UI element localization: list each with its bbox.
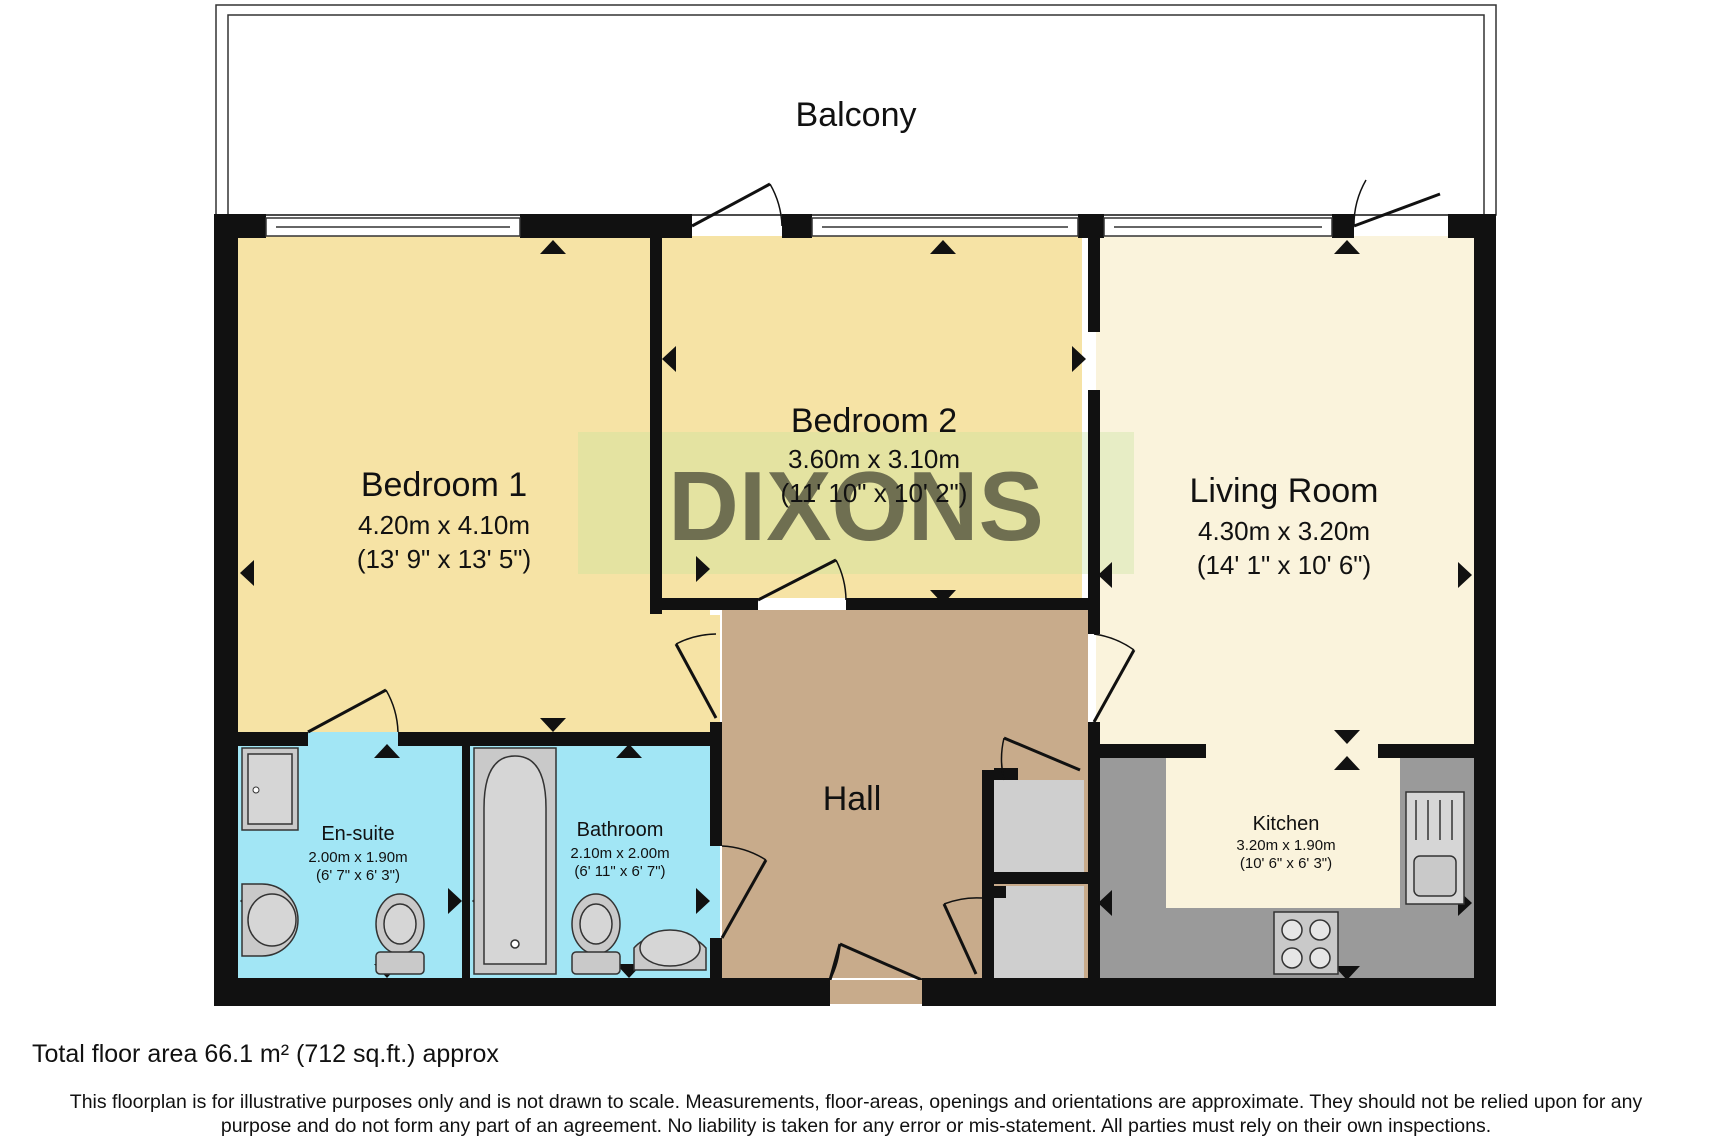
disclaimer-line-1: This floorplan is for illustrative purpo… xyxy=(69,1091,1643,1113)
ensuite-name: En-suite xyxy=(321,823,394,845)
kitchen-imperial: (10' 6" x 6' 3") xyxy=(1240,855,1332,872)
bathroom-basin xyxy=(633,929,707,971)
ensuite-basin xyxy=(241,883,299,957)
bath-tub xyxy=(473,747,557,975)
hall-name: Hall xyxy=(823,780,882,818)
bathroom-imperial: (6' 11" x 6' 7") xyxy=(574,863,665,880)
kitchen-metric: 3.20m x 1.90m xyxy=(1236,837,1335,854)
bedroom-1-floor xyxy=(238,236,710,732)
windows xyxy=(265,217,1333,237)
doors xyxy=(307,179,1441,982)
balcony-label: Balcony xyxy=(796,96,917,134)
cupboard-upper xyxy=(994,780,1084,872)
bedroom-1-imperial: (13' 9" x 13' 5") xyxy=(357,544,531,574)
bedroom-1-nook xyxy=(650,615,720,732)
ensuite-imperial: (6' 7" x 6' 3") xyxy=(316,867,400,884)
floor-plan: DIXONS xyxy=(214,4,1497,1006)
bedroom-2-metric: 3.60m x 3.10m xyxy=(788,444,960,474)
dimension-arrows xyxy=(240,240,1472,980)
walls xyxy=(214,214,1496,1006)
living-room-metric: 4.30m x 3.20m xyxy=(1198,516,1370,546)
watermark-box xyxy=(578,432,1134,574)
disclaimer: This floorplan is for illustrative purpo… xyxy=(0,1090,1712,1138)
living-room-name: Living Room xyxy=(1190,472,1379,510)
entrance-threshold xyxy=(830,980,922,1004)
living-room-floor xyxy=(1096,236,1474,746)
balcony xyxy=(215,4,1497,216)
kitchen-name: Kitchen xyxy=(1253,813,1320,835)
shower-drain-icon xyxy=(252,786,260,794)
watermark-text: DIXONS xyxy=(668,451,1044,561)
kitchen-sink-icon xyxy=(1405,791,1465,905)
ensuite-toilet xyxy=(375,893,425,975)
ensuite-metric: 2.00m x 1.90m xyxy=(308,849,407,866)
disclaimer-line-2: purpose and do not form any part of an a… xyxy=(220,1115,1492,1137)
hob-icon xyxy=(1273,911,1339,975)
ensuite-shower-tray xyxy=(241,747,299,831)
bathroom-toilet xyxy=(571,893,621,975)
bathroom-name: Bathroom xyxy=(577,819,664,841)
bedroom-1-metric: 4.20m x 4.10m xyxy=(358,510,530,540)
living-room-imperial: (14' 1" x 10' 6") xyxy=(1197,550,1371,580)
bedroom-2-imperial: (11' 10" x 10' 2") xyxy=(781,478,968,508)
bedroom-2-name: Bedroom 2 xyxy=(791,402,957,440)
bedroom-1-name: Bedroom 1 xyxy=(361,466,527,504)
cupboard-lower xyxy=(994,886,1084,978)
total-floor-area: Total floor area 66.1 m² (712 sq.ft.) ap… xyxy=(32,1040,499,1068)
bathroom-metric: 2.10m x 2.00m xyxy=(570,845,669,862)
bedroom-2-floor xyxy=(662,236,1082,598)
